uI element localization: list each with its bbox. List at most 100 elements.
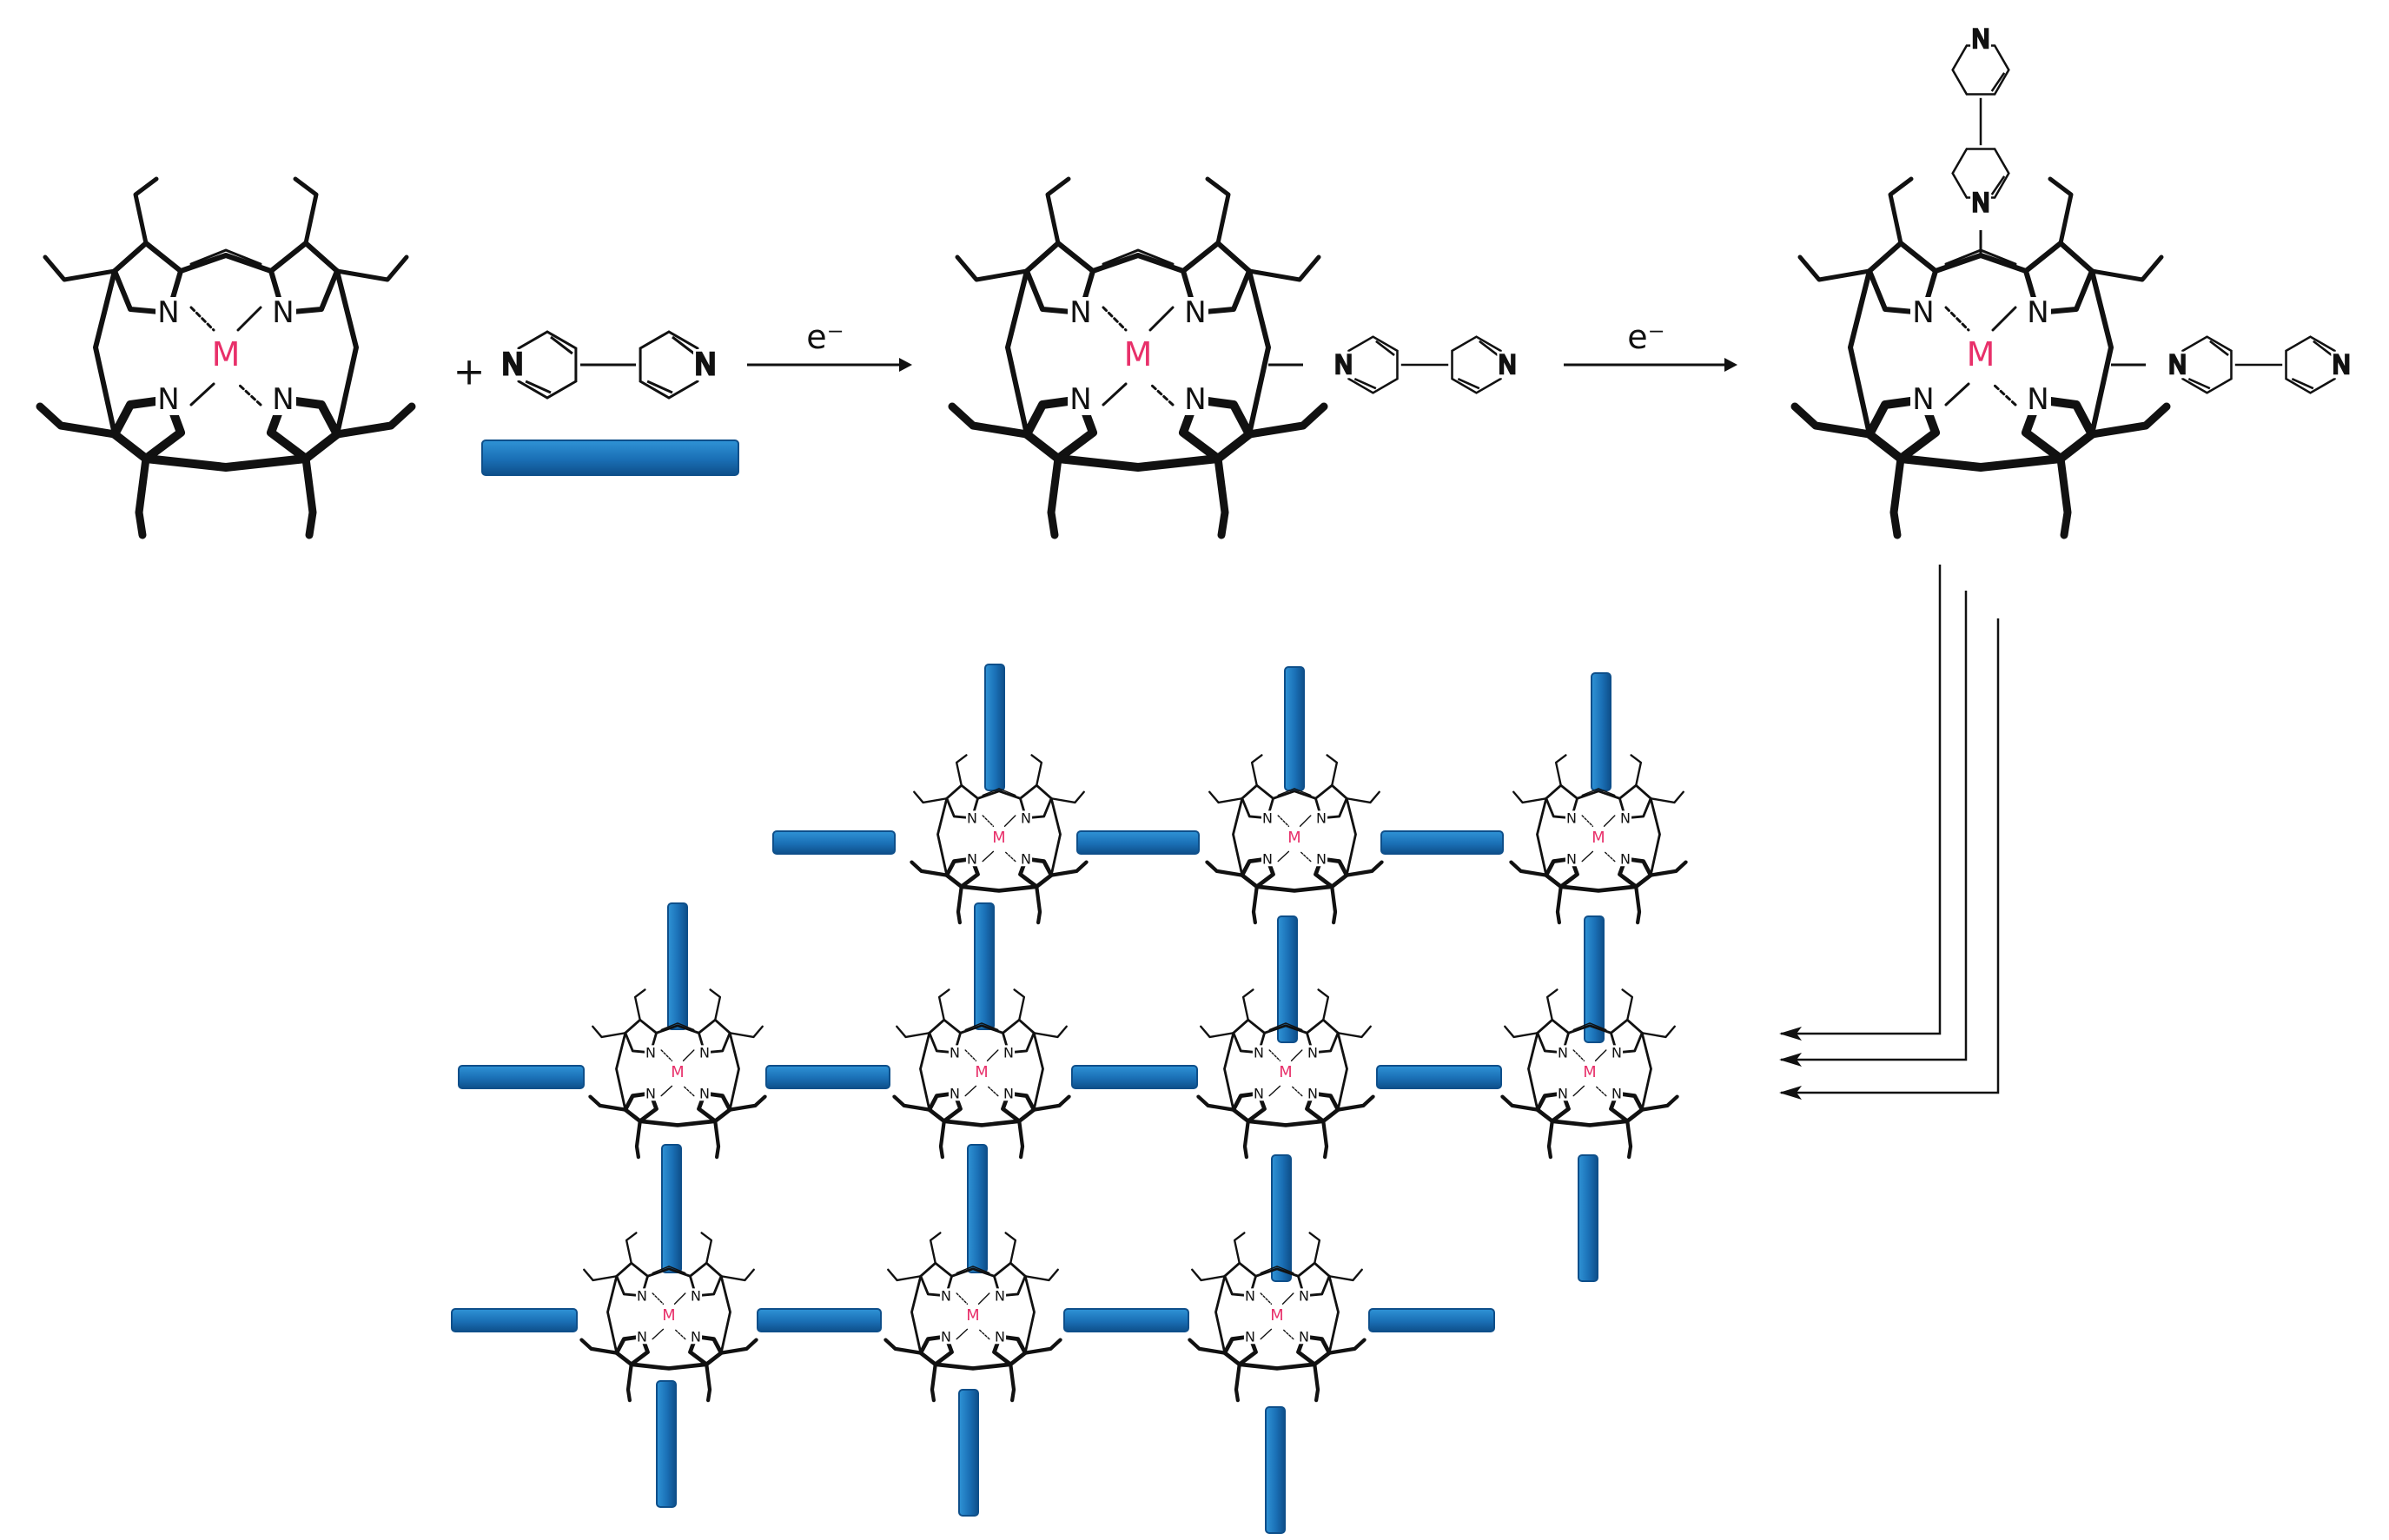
double-bond — [1353, 377, 1377, 390]
label-bg — [1068, 297, 1094, 328]
label-bg — [1618, 810, 1632, 826]
label-bg — [1581, 1063, 1598, 1081]
label-bg — [1002, 1045, 1016, 1061]
rod-linker — [451, 1308, 578, 1332]
double-bond — [2291, 377, 2314, 390]
rod-linker — [765, 1065, 890, 1089]
nitrogen-label: N — [1971, 188, 1990, 218]
nitrogen-label: N — [1971, 24, 1990, 54]
label-bg — [973, 1063, 990, 1081]
nitrogen-label: N — [1299, 1287, 1309, 1304]
label-bg — [993, 1329, 1007, 1345]
nitrogen-label: N — [1566, 810, 1577, 826]
label-bg — [1970, 190, 1991, 218]
nitrogen-label: N — [1299, 1328, 1309, 1345]
nitrogen-label: N — [1611, 1085, 1622, 1101]
rod-linker — [1578, 1154, 1598, 1282]
nitrogen-label: N — [941, 1287, 951, 1304]
label-bg — [644, 1086, 658, 1101]
label-bg — [1556, 1045, 1570, 1061]
label-bg — [965, 851, 979, 867]
rod-linker — [661, 1144, 682, 1273]
rod-linker — [757, 1308, 882, 1332]
metal-label: M — [671, 1063, 684, 1081]
double-bond — [1375, 340, 1395, 356]
label-bg — [1556, 1086, 1570, 1101]
label-bg — [1610, 1045, 1624, 1061]
nitrogen-label: N — [1254, 1085, 1264, 1101]
rod-linker — [458, 1065, 585, 1089]
label-bg — [1268, 1306, 1286, 1324]
nitrogen-label: N — [699, 1044, 710, 1061]
label-bg — [270, 297, 296, 328]
nitrogen-label: N — [1307, 1044, 1318, 1061]
double-bond — [2187, 377, 2211, 390]
label-bg — [2167, 351, 2187, 379]
double-bond — [646, 380, 673, 394]
label-bg — [2025, 297, 2051, 328]
label-bg — [1610, 1086, 1624, 1101]
label-bg — [2331, 351, 2351, 379]
rod-linker — [772, 830, 896, 855]
label-bg — [156, 384, 182, 415]
label-bg — [669, 1063, 686, 1081]
nitrogen-label: N — [2168, 350, 2187, 380]
label-bg — [1963, 335, 1998, 372]
rod-linker — [1277, 915, 1298, 1043]
nitrogen-label: N — [941, 1328, 951, 1345]
label-bg — [948, 1086, 962, 1101]
nitrogen-label: N — [1558, 1044, 1568, 1061]
label-bg — [1243, 1329, 1257, 1345]
label-bg — [1314, 810, 1328, 826]
label-bg — [1002, 1086, 1016, 1101]
nitrogen-label: N — [1003, 1044, 1014, 1061]
rod-linker — [984, 664, 1005, 791]
double-bond — [1479, 340, 1499, 356]
label-bg — [689, 1288, 703, 1304]
metal-label: M — [992, 829, 1005, 847]
label-bg — [1252, 1045, 1266, 1061]
nitrogen-label: N — [501, 347, 523, 382]
nitrogen-label: N — [2027, 382, 2048, 417]
label-bg — [1297, 1329, 1311, 1345]
label-bg — [1910, 297, 1936, 328]
nitrogen-label: N — [1620, 810, 1631, 826]
nitrogen-label: N — [1003, 1085, 1014, 1101]
bent-arrow — [1779, 618, 2000, 1100]
label-bg — [1618, 851, 1632, 867]
double-bond — [2209, 340, 2229, 356]
nitrogen-label: N — [694, 347, 716, 382]
rod-linker — [1376, 1065, 1502, 1089]
pyridine-ring — [2181, 335, 2233, 394]
label-bg — [1910, 384, 1936, 415]
label-bg — [964, 1306, 982, 1324]
electron-label: e⁻ — [806, 318, 844, 356]
nitrogen-label: N — [272, 382, 294, 417]
nitrogen-label: N — [1184, 382, 1206, 417]
nitrogen-label: N — [157, 295, 179, 330]
label-bg — [1019, 851, 1033, 867]
nitrogen-label: N — [1498, 350, 1517, 380]
nitrogen-label: N — [995, 1287, 1005, 1304]
label-bg — [644, 1045, 658, 1061]
rod-linker — [1591, 672, 1611, 791]
nitrogen-label: N — [637, 1287, 647, 1304]
label-bg — [965, 810, 979, 826]
double-bond — [2313, 340, 2333, 356]
nitrogen-label: N — [2027, 295, 2048, 330]
pyridine-ring — [1951, 148, 2010, 199]
label-bg — [1019, 810, 1033, 826]
rod-linker — [1271, 1154, 1292, 1282]
